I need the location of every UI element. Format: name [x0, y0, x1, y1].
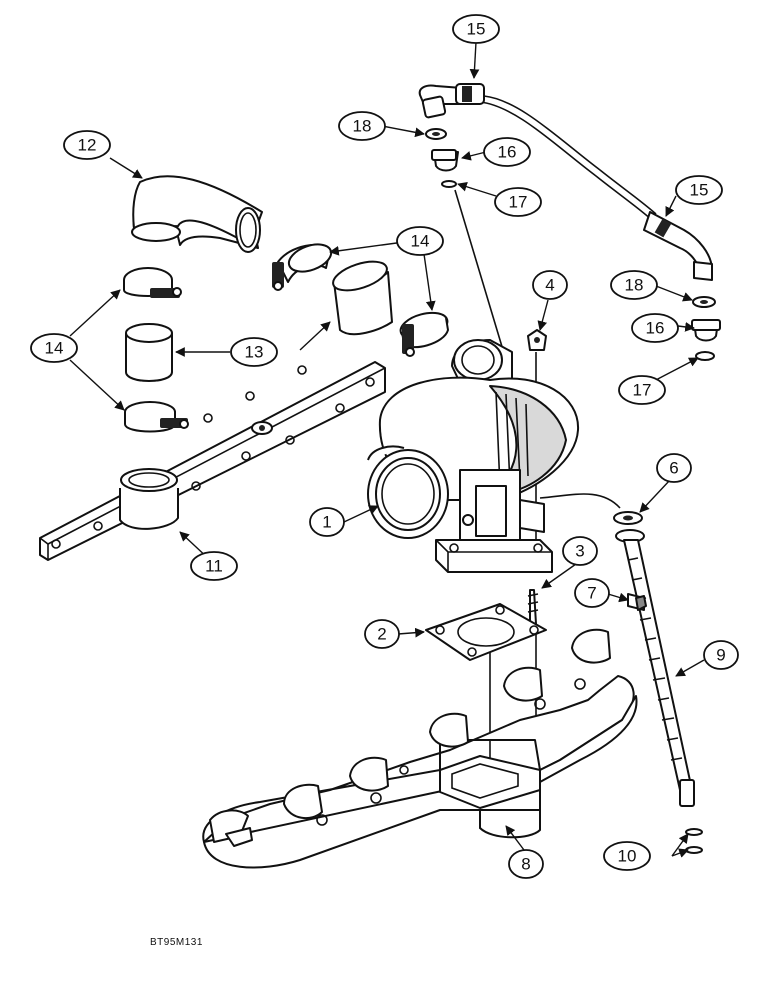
callout-16-top: 16 — [483, 137, 531, 167]
callout-11: 11 — [190, 551, 238, 581]
callout-17-top: 17 — [494, 187, 542, 217]
callout-17-top-label: 17 — [509, 193, 528, 212]
callout-14-left-label: 14 — [45, 339, 64, 358]
callout-18-right: 18 — [610, 270, 658, 300]
callout-4: 4 — [532, 270, 568, 300]
callout-16-top-label: 16 — [498, 143, 517, 162]
callout-14-right: 14 — [396, 226, 444, 256]
oil-drain-tube — [615, 529, 695, 807]
callout-15-top-label: 15 — [467, 20, 486, 39]
callout-7-label: 7 — [587, 584, 596, 603]
hose-clamp-upper-right — [272, 243, 333, 291]
o-rings-bottom — [685, 828, 703, 854]
exhaust-manifold-part — [202, 628, 638, 869]
callout-13: 13 — [230, 337, 278, 367]
callout-14-right-label: 14 — [411, 232, 430, 251]
callout-6-label: 6 — [669, 459, 678, 478]
callout-18-top: 18 — [338, 111, 386, 141]
callout-2: 2 — [364, 619, 400, 649]
callout-16-right-label: 16 — [646, 319, 665, 338]
callout-9: 9 — [703, 640, 739, 670]
callout-18-top-label: 18 — [353, 117, 372, 136]
callout-15-right: 15 — [675, 175, 723, 205]
callout-9-label: 9 — [716, 646, 725, 665]
callout-3-label: 3 — [575, 542, 584, 561]
callout-7: 7 — [574, 578, 610, 608]
callout-3: 3 — [562, 536, 598, 566]
callout-17-right: 17 — [618, 375, 666, 405]
callout-15-top: 15 — [452, 14, 500, 44]
adapter-fitting-top — [431, 149, 459, 172]
adapter-fitting-right — [691, 319, 721, 342]
hose-sleeve-left — [125, 323, 173, 382]
o-ring-right — [695, 351, 715, 361]
callout-10: 10 — [603, 841, 651, 871]
callout-1: 1 — [309, 507, 345, 537]
callout-2-label: 2 — [377, 625, 386, 644]
callout-14-left: 14 — [30, 333, 78, 363]
sealing-washer-right — [692, 296, 716, 308]
turbocharger-part — [367, 339, 580, 573]
callout-12: 12 — [63, 130, 111, 160]
callout-15-right-label: 15 — [690, 181, 709, 200]
nut-part — [527, 329, 547, 351]
callout-6: 6 — [656, 453, 692, 483]
o-ring-top — [441, 180, 457, 188]
flange-gasket-part — [425, 603, 547, 661]
callout-17-right-label: 17 — [633, 381, 652, 400]
hose-clamp-upper-left — [123, 267, 182, 298]
drain-gasket-part — [613, 511, 643, 525]
callout-10-label: 10 — [618, 847, 637, 866]
oil-supply-line — [418, 83, 713, 281]
callout-13-label: 13 — [245, 343, 264, 362]
callout-8: 8 — [508, 849, 544, 879]
callout-16-right: 16 — [631, 313, 679, 343]
intake-manifold-plate — [39, 361, 386, 561]
callout-8-label: 8 — [521, 855, 530, 874]
bolt-part — [627, 593, 647, 611]
stud-part — [527, 589, 539, 625]
hose-clamp-lower-left — [124, 401, 189, 433]
hose-clamp-middle-right — [399, 311, 449, 357]
callout-18-right-label: 18 — [625, 276, 644, 295]
callout-12-label: 12 — [78, 136, 97, 155]
callout-11-label: 11 — [205, 557, 223, 576]
elbow-tube-part — [131, 175, 263, 253]
sealing-washer-top — [425, 128, 447, 140]
hose-sleeve-right — [332, 260, 393, 336]
callout-1-label: 1 — [322, 513, 331, 532]
callout-4-label: 4 — [545, 276, 554, 295]
figure-code: BT95M131 — [150, 937, 203, 948]
